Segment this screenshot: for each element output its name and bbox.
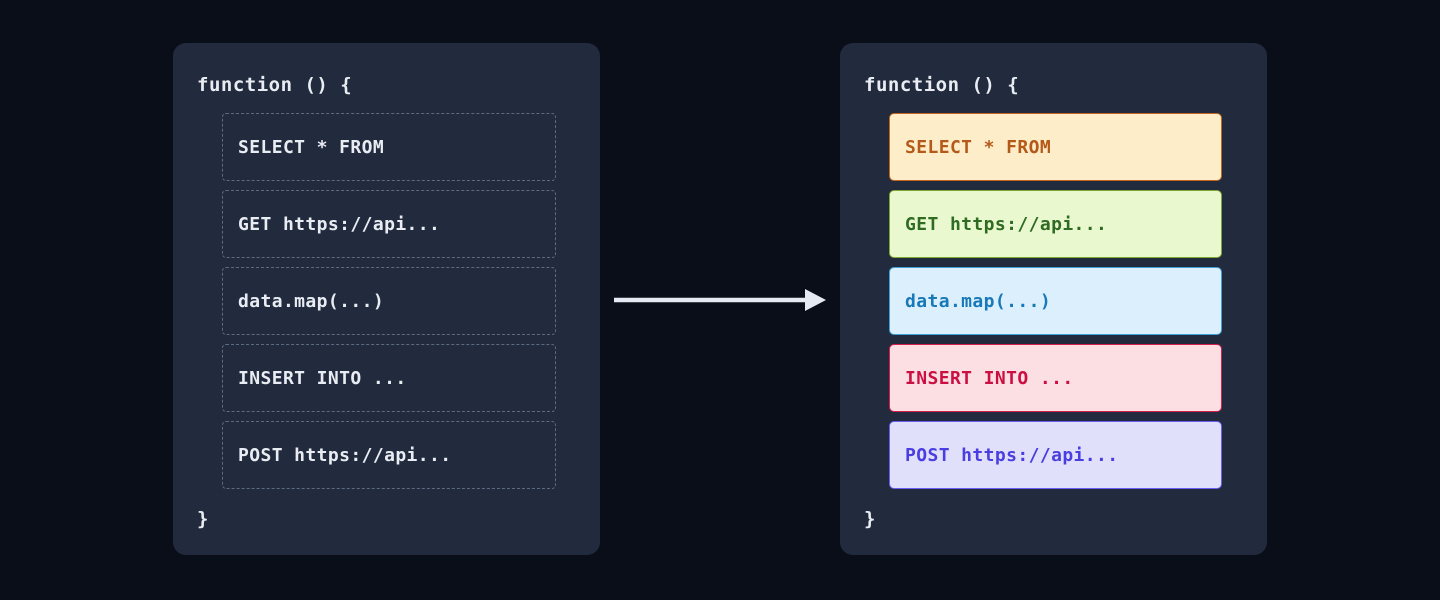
classified-code-panel: function () { SELECT * FROM GET https://… (840, 43, 1267, 555)
statement-label: POST https://api... (238, 444, 452, 466)
statement-label: GET https://api... (905, 213, 1108, 235)
transform-arrow-icon (614, 289, 826, 311)
classified-statement-list: SELECT * FROM GET https://api... data.ma… (889, 113, 1222, 489)
function-open-line: function () { (864, 74, 1020, 96)
statement-label: SELECT * FROM (905, 136, 1052, 158)
statement-row-post[interactable]: POST https://api... (889, 421, 1222, 489)
statement-label: data.map(...) (905, 290, 1052, 312)
statement-row-select[interactable]: SELECT * FROM (889, 113, 1222, 181)
statement-row-post[interactable]: POST https://api... (222, 421, 556, 489)
statement-row-get[interactable]: GET https://api... (222, 190, 556, 258)
statement-row-map[interactable]: data.map(...) (889, 267, 1222, 335)
statement-row-insert[interactable]: INSERT INTO ... (222, 344, 556, 412)
statement-row-map[interactable]: data.map(...) (222, 267, 556, 335)
statement-row-get[interactable]: GET https://api... (889, 190, 1222, 258)
function-open-line: function () { (197, 74, 353, 96)
statement-row-select[interactable]: SELECT * FROM (222, 113, 556, 181)
statement-row-insert[interactable]: INSERT INTO ... (889, 344, 1222, 412)
unclassified-code-panel: function () { SELECT * FROM GET https://… (173, 43, 600, 555)
function-close-line: } (864, 508, 876, 530)
statement-label: INSERT INTO ... (905, 367, 1074, 389)
function-close-line: } (197, 508, 209, 530)
statement-label: SELECT * FROM (238, 136, 385, 158)
statement-label: data.map(...) (238, 290, 385, 312)
unclassified-statement-list: SELECT * FROM GET https://api... data.ma… (222, 113, 556, 489)
statement-label: INSERT INTO ... (238, 367, 407, 389)
statement-label: GET https://api... (238, 213, 441, 235)
statement-label: POST https://api... (905, 444, 1119, 466)
